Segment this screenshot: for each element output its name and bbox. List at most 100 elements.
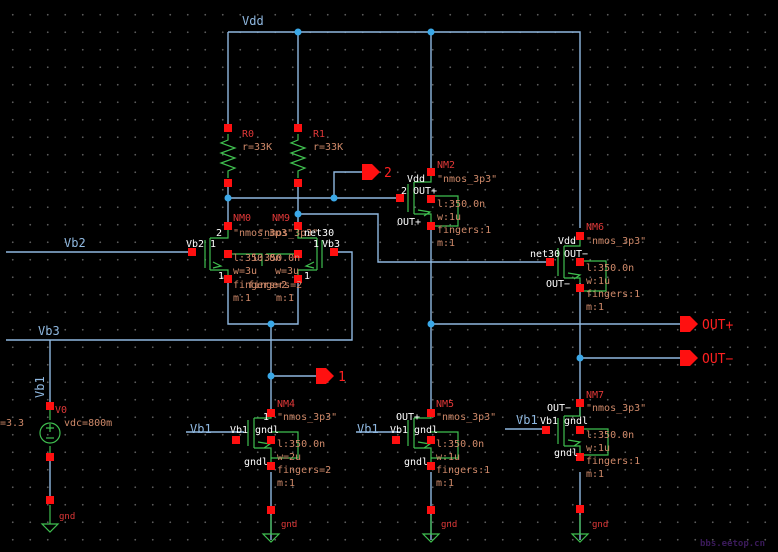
pin[interactable]	[546, 258, 554, 266]
nm5-m: m:1	[436, 478, 454, 489]
nm5-bulk-label: gndl	[414, 425, 438, 436]
nm4-name: NM4	[277, 399, 295, 410]
wire-vdd-rail[interactable]	[228, 31, 581, 228]
port-1[interactable]: 1	[316, 368, 346, 385]
junction-dot	[294, 210, 302, 218]
pin[interactable]	[232, 436, 240, 444]
pin[interactable]	[392, 436, 400, 444]
transistor-nm6[interactable]	[557, 237, 607, 292]
r0-name: R0	[242, 129, 254, 140]
pin[interactable]	[576, 284, 584, 292]
net-label-vb1-nm4: Vb1	[190, 422, 212, 436]
transistor-nm9[interactable]	[266, 225, 323, 280]
nm0-name: NM0	[233, 213, 251, 224]
nm9-m: m:1	[276, 293, 294, 304]
junction-dot	[576, 354, 584, 362]
pin[interactable]	[294, 179, 302, 187]
pin[interactable]	[294, 222, 302, 230]
gnd-icon	[40, 505, 60, 533]
pin[interactable]	[46, 402, 54, 410]
junction-dot	[427, 28, 435, 36]
transistor-nm0[interactable]	[204, 225, 263, 280]
pin[interactable]	[294, 250, 302, 258]
nm2-w: w:1u	[437, 212, 461, 223]
resistor-r0[interactable]	[219, 134, 237, 178]
port-out-minus[interactable]: OUT−	[680, 350, 733, 367]
port-2-label: 2	[384, 166, 392, 181]
gnd-icon	[261, 515, 281, 543]
resistor-r1[interactable]	[289, 134, 307, 178]
pin[interactable]	[427, 195, 435, 203]
nm2-fingers: fingers:1	[437, 225, 491, 236]
pin[interactable]	[576, 453, 584, 461]
nm7-name: NM7	[586, 390, 604, 401]
pin[interactable]	[267, 506, 275, 514]
port-out-minus-icon	[680, 350, 698, 366]
wire-vb3[interactable]	[6, 251, 353, 341]
wire-net30[interactable]	[298, 213, 552, 263]
pin[interactable]	[427, 462, 435, 470]
wire-tail[interactable]	[227, 280, 299, 325]
transistor-nm2[interactable]	[407, 172, 459, 227]
pin[interactable]	[46, 496, 54, 504]
pin[interactable]	[427, 506, 435, 514]
pin[interactable]	[427, 409, 435, 417]
port-2[interactable]: 2	[362, 164, 392, 181]
resistor-r0-body	[219, 134, 237, 178]
nm2-name: NM2	[437, 160, 455, 171]
pin[interactable]	[294, 275, 302, 283]
pin[interactable]	[224, 179, 232, 187]
pin[interactable]	[576, 232, 584, 240]
transistor-nm4[interactable]	[247, 410, 299, 466]
pin[interactable]	[330, 248, 338, 256]
nm0-source-pin: 1	[218, 271, 224, 282]
nm5-l: l:350.0n	[436, 439, 484, 450]
nm5-fingers: fingers:1	[436, 465, 490, 476]
nm6-symbol	[557, 237, 607, 292]
pin[interactable]	[267, 436, 275, 444]
pin[interactable]	[576, 258, 584, 266]
pin[interactable]	[542, 426, 550, 434]
port-out-plus[interactable]: OUT+	[680, 316, 733, 333]
pin[interactable]	[267, 409, 275, 417]
pin[interactable]	[396, 194, 404, 202]
nm9-w: w=3u	[275, 266, 299, 277]
port-out-plus-icon	[680, 316, 698, 332]
pin[interactable]	[224, 250, 232, 258]
nm7-bulk-label: gndl	[564, 416, 588, 427]
pin[interactable]	[294, 124, 302, 132]
pin[interactable]	[224, 275, 232, 283]
nm4-m: m:1	[277, 478, 295, 489]
nm4-fingers: fingers=2	[277, 465, 331, 476]
transistor-nm5[interactable]	[407, 410, 459, 466]
nm5-model: "nmos_3p3"	[436, 412, 496, 423]
nm7-source-label: gndl	[554, 448, 578, 459]
pin[interactable]	[46, 453, 54, 461]
transistor-nm7[interactable]	[557, 403, 609, 457]
pin[interactable]	[267, 462, 275, 470]
wire-port2[interactable]	[333, 171, 362, 198]
r1-value: r=33K	[313, 142, 343, 153]
junction-dot	[267, 372, 275, 380]
voltage-source-v0[interactable]	[39, 410, 61, 455]
pin[interactable]	[427, 222, 435, 230]
pin[interactable]	[427, 168, 435, 176]
pin[interactable]	[224, 124, 232, 132]
net-label-vb1-nm7: Vb1	[516, 413, 538, 427]
net-label-vdd: Vdd	[242, 14, 264, 28]
pin[interactable]	[576, 426, 584, 434]
pin[interactable]	[427, 436, 435, 444]
nm5-symbol	[407, 410, 459, 466]
nm4-bulk-label: gndl	[255, 425, 279, 436]
pin[interactable]	[188, 248, 196, 256]
nm6-source-label: OUT−	[546, 279, 570, 290]
nm6-m: m:1	[586, 302, 604, 313]
pin[interactable]	[224, 222, 232, 230]
nm2-symbol	[407, 172, 459, 227]
pin[interactable]	[576, 505, 584, 513]
nm4-source-label: gndl	[244, 457, 268, 468]
nm5-source-label: gndl	[404, 457, 428, 468]
nm4-gate-label: Vb1	[230, 425, 248, 436]
pin[interactable]	[576, 399, 584, 407]
